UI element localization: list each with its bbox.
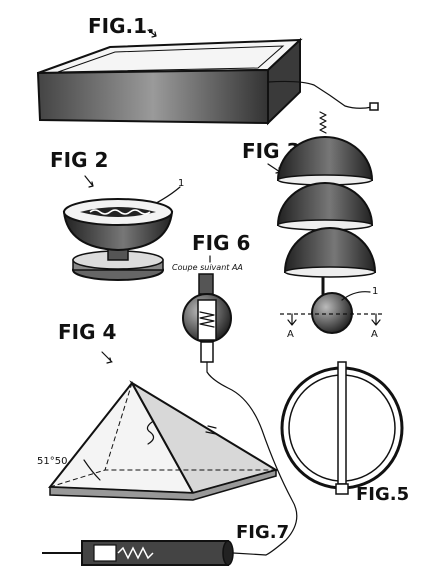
box-opening	[57, 45, 285, 73]
fig3-dome-1	[276, 136, 374, 181]
fig2-arrow-icon	[84, 175, 94, 188]
fig5-bar	[337, 361, 347, 485]
pyramid-face-mark	[146, 421, 155, 445]
fig3-section-left-label: A	[287, 329, 294, 340]
fig3-spring-top	[319, 111, 327, 134]
pyramid-base-plate	[49, 469, 277, 501]
fig6-label: FIG 6	[192, 231, 250, 255]
fig2-coil-windings	[89, 209, 151, 215]
fig3-dome-3	[283, 227, 377, 273]
fig6-top-stem	[198, 273, 214, 295]
pyramid-hidden-ridge	[104, 382, 133, 471]
fig7-cap	[222, 540, 234, 566]
figure-7: FIG.7	[42, 522, 289, 566]
box-front	[36, 68, 269, 125]
fig4-angle: 51°50	[37, 456, 67, 467]
pyramid-side-mark	[205, 425, 217, 435]
fig1-arrow-icon	[147, 29, 157, 38]
fig1-plug-icon	[369, 102, 379, 111]
fig3-ball	[311, 292, 353, 334]
fig3-marker-leader	[341, 291, 371, 301]
fig5-label: FIG.5	[356, 484, 409, 505]
fig7-cable	[232, 552, 267, 556]
fig3-section-right-label: A	[371, 329, 378, 340]
figure-3: FIG 3 1 A A	[242, 111, 384, 340]
figure-6: FIG 6 Coupe suivant AA	[172, 231, 298, 556]
figure-2: FIG 2 1	[50, 148, 184, 281]
fig4-angle-arc	[83, 459, 101, 481]
fig7-label: FIG.7	[236, 522, 289, 543]
fig2-marker: 1	[178, 178, 184, 189]
fig6-lamp	[200, 341, 214, 363]
fig6-spring	[199, 311, 215, 328]
figure-5: FIG.5	[280, 361, 409, 505]
fig2-label: FIG 2	[50, 148, 108, 172]
fig7-lamp-icon	[93, 544, 117, 562]
figure-1: FIG.1.	[36, 14, 379, 126]
pyramid	[48, 380, 279, 501]
fig5-terminal	[335, 483, 349, 495]
fig4-arrow-icon	[101, 351, 113, 364]
figure-4: FIG 4 51°50	[37, 320, 279, 501]
fig3-dome-3-rim	[284, 266, 376, 278]
fig1-cable	[267, 80, 373, 109]
fig6-wire	[206, 361, 298, 556]
box-device	[36, 37, 303, 126]
fig3-dome-2	[276, 182, 374, 226]
fig7-spring	[117, 546, 154, 560]
fig2-coil	[80, 207, 156, 217]
fig4-label: FIG 4	[58, 320, 116, 344]
fig3-section-arrow-right-icon	[371, 313, 381, 326]
fig3-section-arrow-left-icon	[287, 313, 297, 326]
fig6-caption: Coupe suivant AA	[172, 263, 243, 272]
fig3-marker: 1	[372, 286, 378, 297]
box-top	[37, 38, 303, 74]
fig1-label: FIG.1.	[88, 14, 155, 38]
